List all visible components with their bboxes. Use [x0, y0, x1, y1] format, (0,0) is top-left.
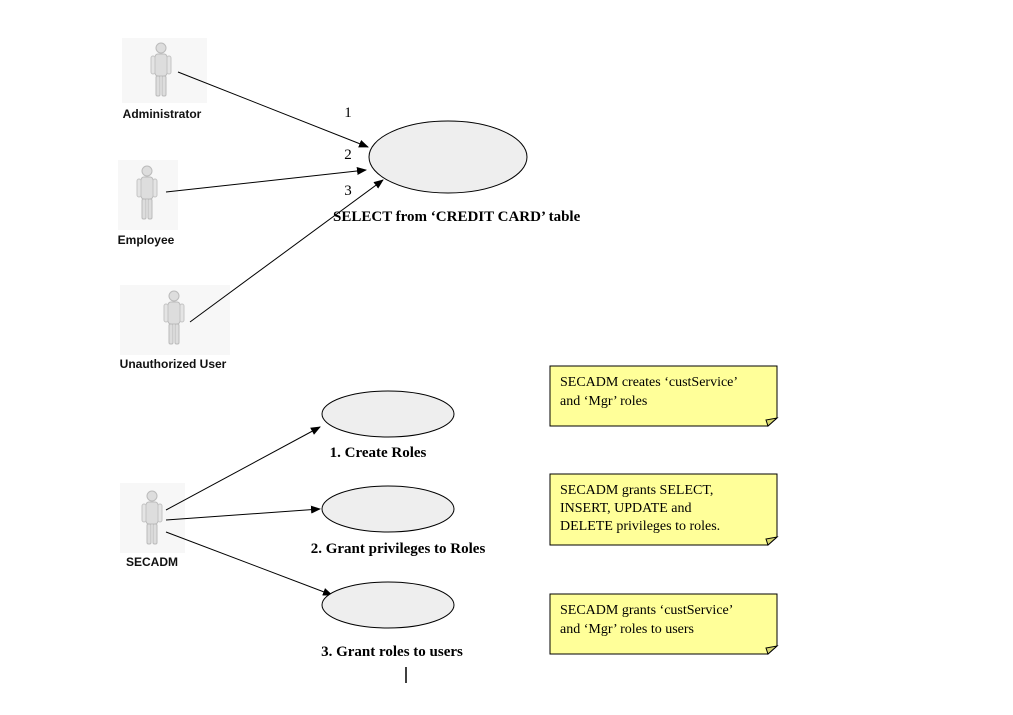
arrow-administrator-to-usecase [177, 71, 369, 148]
note-grant-privileges-line3: DELETE privileges to roles. [560, 519, 720, 534]
select-credit-card-usecase [368, 120, 528, 194]
note-grant-roles-line2: and ‘Mgr’ roles to users [560, 622, 694, 637]
note-create-roles-line1: SECADM creates ‘custService’ [560, 375, 738, 390]
grant-roles-usecase [321, 581, 455, 629]
grant-roles-label: 3. Grant roles to users [321, 644, 463, 660]
note-grant-roles-line1: SECADM grants ‘custService’ [560, 603, 733, 618]
note-grant-privileges-line2: INSERT, UPDATE and [560, 501, 692, 516]
note-grant-privileges: SECADM grants SELECT, INSERT, UPDATE and… [549, 473, 779, 546]
employee-label: Employee [118, 233, 175, 247]
create-roles-label: 1. Create Roles [330, 445, 427, 461]
note-create-roles: SECADM creates ‘custService’ and ‘Mgr’ r… [549, 365, 779, 427]
arrow-secadm-to-grant-roles [165, 531, 333, 596]
create-roles-usecase [321, 390, 455, 438]
grant-privileges-label: 2. Grant privileges to Roles [311, 541, 486, 557]
note-grant-privileges-line1: SECADM grants SELECT, [560, 483, 713, 498]
arrow-number-1: 1 [344, 105, 352, 121]
administrator-label: Administrator [123, 107, 202, 121]
grant-privileges-usecase [321, 485, 455, 533]
select-credit-card-label: SELECT from ‘CREDIT CARD’ table [333, 209, 581, 225]
arrow-secadm-to-create-roles [165, 426, 321, 511]
note-grant-roles: SECADM grants ‘custService’ and ‘Mgr’ ro… [549, 593, 779, 655]
unauthorized-user-label: Unauthorized User [120, 357, 227, 371]
arrow-secadm-to-grant-privileges [165, 505, 321, 521]
arrow-unauthorized-to-usecase [189, 179, 384, 323]
arrow-number-2: 2 [344, 147, 352, 163]
arrow-employee-to-usecase [165, 167, 367, 193]
secadm-label: SECADM [126, 555, 178, 569]
note-create-roles-line2: and ‘Mgr’ roles [560, 394, 647, 409]
arrow-number-3: 3 [344, 183, 352, 199]
